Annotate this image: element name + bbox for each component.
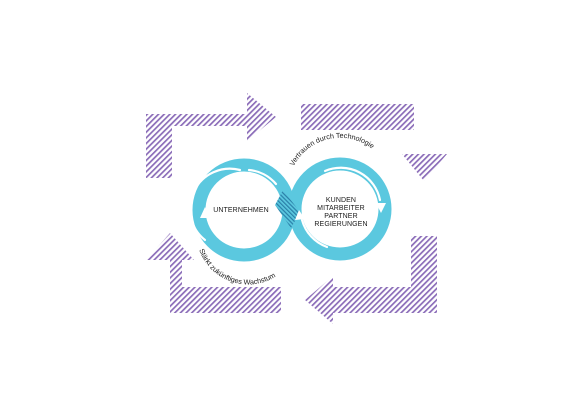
center-arrowhead-icon: [295, 210, 305, 220]
inner-arrows: [188, 166, 382, 249]
right-arrowhead-icon: [376, 203, 386, 213]
outer-arrows: [146, 93, 447, 324]
right-node-line: PARTNER: [324, 213, 358, 220]
right-ring-arrow-icon: [323, 166, 382, 202]
infinity-rings: [192, 157, 392, 262]
arrow-top-right-icon: [301, 104, 447, 181]
left-arrowhead-icon: [200, 207, 210, 218]
left-node-label: UNTERNEHMEN: [213, 207, 269, 214]
right-node-line: REGIERUNGEN: [314, 221, 367, 228]
arrow-bottom-left-icon: [146, 233, 281, 313]
right-node-line: MITARBEITER: [317, 205, 365, 212]
arrow-top-left-icon: [146, 93, 276, 178]
left-ring-arrow-icon: [188, 167, 242, 242]
crossing-band: [275, 190, 300, 228]
inner-arrowheads: [200, 203, 386, 220]
right-node-line: KUNDEN: [326, 197, 356, 204]
arrow-bottom-right-icon: [305, 236, 437, 324]
right-node-labels: KUNDEN MITARBEITER PARTNER REGIERUNGEN: [314, 197, 367, 228]
